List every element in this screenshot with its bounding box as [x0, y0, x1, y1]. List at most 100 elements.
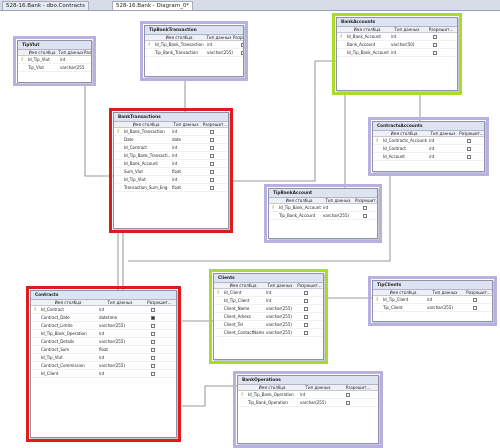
tab-contracts-table[interactable]: 528-16.Bank - dbo.Contracts — [2, 1, 90, 10]
allow-nulls-checkbox[interactable] — [210, 146, 214, 150]
allow-nulls-cell — [143, 322, 176, 329]
allow-nulls-checkbox[interactable] — [433, 35, 437, 39]
allow-nulls-checkbox[interactable] — [473, 298, 477, 302]
header-column-name: Имя столбца — [54, 300, 82, 305]
header-column-name: Имя столбца — [390, 131, 418, 136]
allow-nulls-checkbox[interactable] — [467, 147, 471, 151]
allow-nulls-checkbox[interactable] — [210, 130, 214, 134]
allow-nulls-checkbox[interactable] — [151, 332, 155, 336]
allow-nulls-checkbox[interactable] — [210, 138, 214, 142]
allow-nulls-checkbox[interactable] — [241, 43, 243, 47]
allow-nulls-checkbox[interactable] — [346, 393, 350, 397]
allow-nulls-checkbox[interactable] — [473, 306, 477, 310]
allow-nulls-checkbox[interactable] — [241, 51, 243, 55]
allow-nulls-checkbox[interactable] — [151, 316, 155, 320]
allow-nulls-checkbox[interactable] — [467, 139, 471, 143]
allow-nulls-checkbox[interactable] — [210, 162, 214, 166]
allow-nulls-checkbox[interactable] — [151, 372, 155, 376]
table-title: Clients — [214, 274, 323, 283]
tab-diagram[interactable]: 528-16.Bank - Diagram_0* — [112, 1, 194, 10]
allow-nulls-checkbox[interactable] — [151, 348, 155, 352]
rel-bankaccounts-banktransactions — [228, 60, 337, 182]
allow-nulls-checkbox[interactable] — [210, 154, 214, 158]
allow-nulls-checkbox[interactable] — [151, 364, 155, 368]
column-row[interactable]: Id_Tip_Bank_Transacti...int — [114, 152, 228, 160]
allow-nulls-checkbox[interactable] — [210, 170, 214, 174]
allow-nulls-checkbox[interactable] — [304, 299, 308, 303]
allow-nulls-checkbox[interactable] — [467, 155, 471, 159]
column-data-type: int — [266, 290, 272, 295]
allow-nulls-checkbox[interactable] — [433, 51, 437, 55]
allow-nulls-checkbox[interactable] — [151, 356, 155, 360]
allow-nulls-checkbox[interactable] — [304, 307, 308, 311]
allow-nulls-checkbox[interactable] — [304, 291, 308, 295]
allow-nulls-checkbox[interactable] — [363, 214, 367, 218]
allow-nulls-checkbox[interactable] — [433, 43, 437, 47]
column-name: Transaction_Sum_Eng — [124, 185, 168, 190]
allow-nulls-checkbox[interactable] — [363, 206, 367, 210]
allow-nulls-checkbox[interactable] — [346, 401, 350, 405]
allow-nulls-checkbox[interactable] — [151, 308, 155, 312]
column-name: Id_Bank_Account — [124, 161, 158, 166]
allow-nulls-checkbox[interactable] — [210, 178, 214, 182]
allow-nulls-checkbox[interactable] — [151, 324, 155, 328]
allow-nulls-checkbox[interactable] — [304, 315, 308, 319]
header-data-type: Тип данных — [107, 300, 133, 305]
allow-nulls-checkbox[interactable] — [210, 186, 214, 190]
column-data-type: varchar(255) — [60, 65, 84, 70]
allow-nulls-checkbox[interactable] — [304, 323, 308, 327]
allow-nulls-checkbox[interactable] — [151, 340, 155, 344]
allow-nulls-checkbox[interactable] — [304, 331, 308, 335]
